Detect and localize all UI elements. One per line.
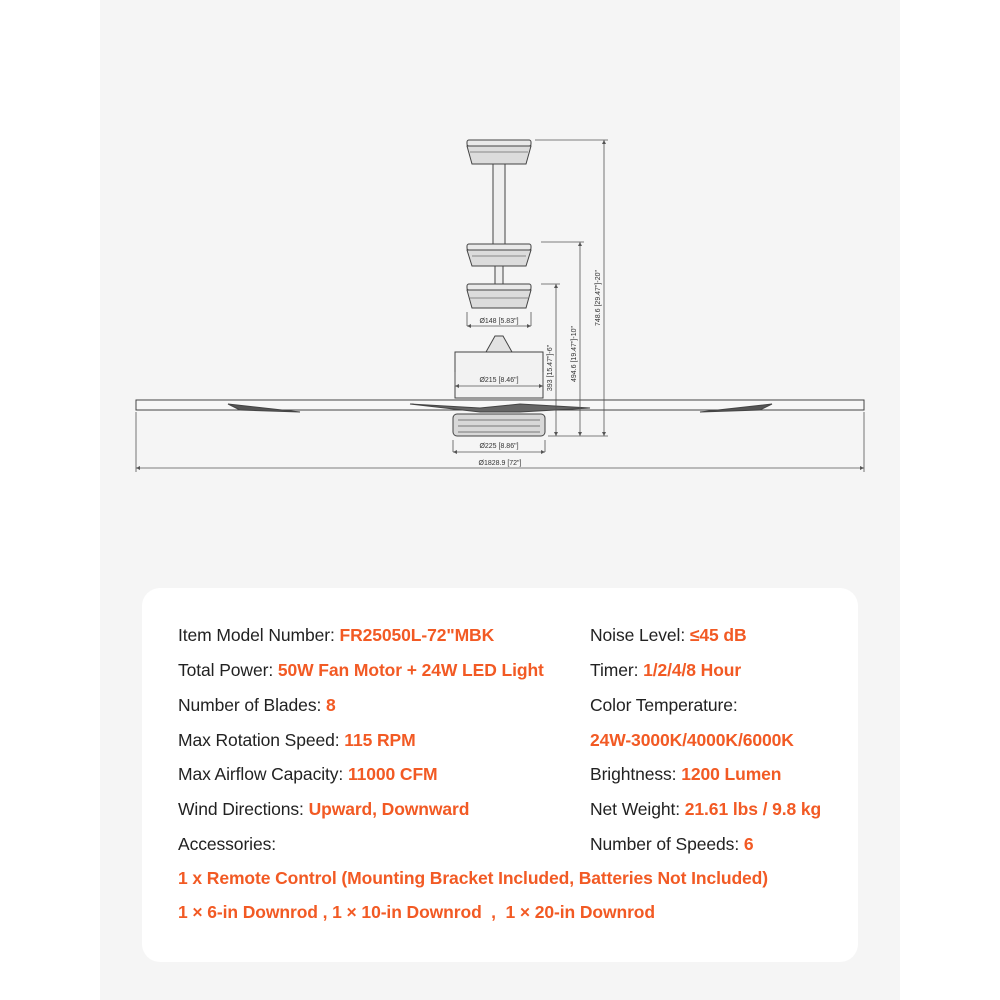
spec-card <box>142 588 858 962</box>
spec-color-temperature: Color Temperature: <box>590 695 738 715</box>
spec-color-temperature-value: 24W-3000K/4000K/6000K <box>590 730 794 750</box>
light-kit <box>452 413 546 437</box>
lower-canopy <box>466 283 532 309</box>
spec-number-of-speeds: Number of Speeds: 6 <box>590 834 754 854</box>
ceiling-canopy <box>466 139 532 165</box>
spec-brightness: Brightness: 1200 Lumen <box>590 764 782 784</box>
downrod <box>492 163 506 245</box>
spec-max-rotation-speed: Max Rotation Speed: 115 RPM <box>178 730 416 750</box>
spec-wind-directions: Wind Directions: Upward, Downward <box>178 799 470 819</box>
spec-number-of-blades: Number of Blades: 8 <box>178 695 336 715</box>
accessory-downrods: 1 × 6-in Downrod , 1 × 10-in Downrod , 1… <box>178 902 655 922</box>
blade-span-label: Ø1828.9 [72"] <box>479 460 522 467</box>
spec-net-weight: Net Weight: 21.61 lbs / 9.8 kg <box>590 799 822 819</box>
spec-model-number: Item Model Number: FR25050L-72"MBK <box>178 625 495 645</box>
fan-dimension-diagram: Ø148 [5.83"] Ø215 [8.46"] Ø225 [8.86"] Ø… <box>135 139 865 472</box>
height-mid-label: 494.6 [19.47"]-10" <box>571 326 578 382</box>
height-short-label: 393 [15.47"]-6" <box>547 344 554 391</box>
height-long-label: 748.6 [29.47"]-20" <box>595 270 602 326</box>
spec-accessories: Accessories: <box>178 834 276 854</box>
spec-noise-level: Noise Level: ≤45 dB <box>590 625 747 645</box>
spec-max-airflow: Max Airflow Capacity: 11000 CFM <box>178 764 438 784</box>
light-diameter-label: Ø225 [8.86"] <box>479 443 518 450</box>
fan-blades <box>135 399 865 413</box>
motor-diameter-label: Ø215 [8.46"] <box>479 377 518 384</box>
spec-timer: Timer: 1/2/4/8 Hour <box>590 660 742 680</box>
motor-housing <box>454 351 544 399</box>
canopy-diameter-label: Ø148 [5.83"] <box>479 318 518 325</box>
middle-canopy <box>466 243 532 285</box>
accessory-remote-control: 1 x Remote Control (Mounting Bracket Inc… <box>178 868 769 888</box>
spec-total-power: Total Power: 50W Fan Motor + 24W LED Lig… <box>178 660 544 680</box>
